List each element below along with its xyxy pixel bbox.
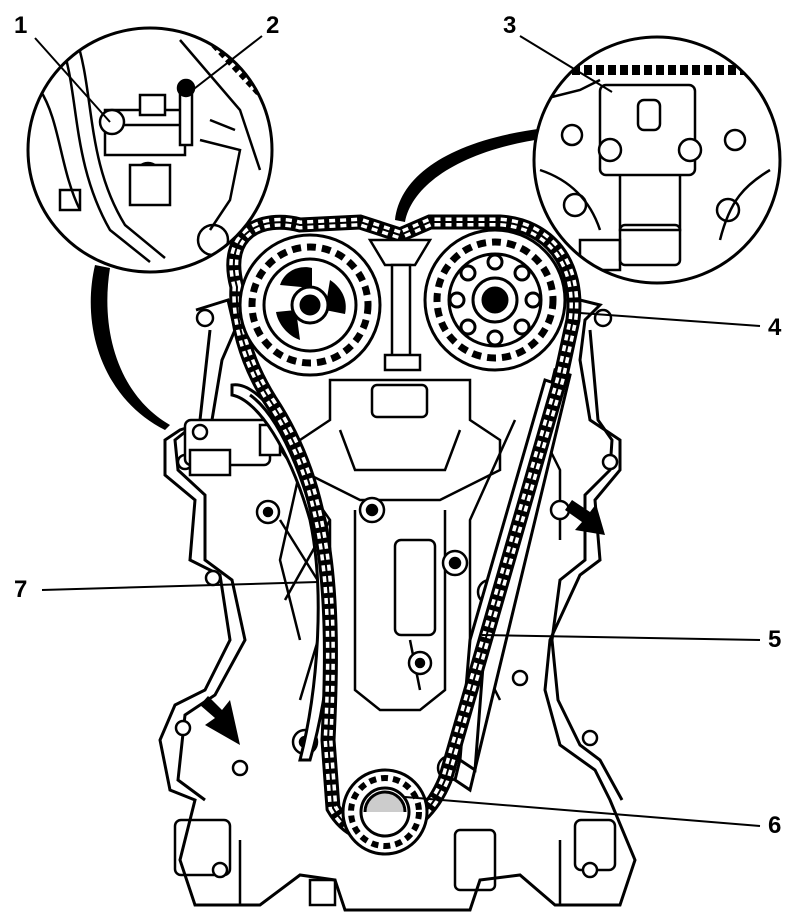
marker-arrows (200, 500, 605, 745)
chain-tensioner (183, 418, 282, 477)
guide-rail (453, 368, 572, 793)
leader-line-1 (34, 37, 111, 123)
leader-line-2 (189, 35, 263, 93)
callout-1: 1 (14, 12, 28, 39)
callout-6: 6 (768, 812, 782, 839)
exhaust-camshaft-sprocket (423, 228, 567, 372)
detail-circle-left (26, 26, 274, 274)
callout-2: 2 (266, 12, 280, 39)
detail-connectors (90, 128, 548, 430)
arrow-right-marker (565, 500, 605, 535)
upper-chain-guide (367, 238, 433, 372)
callout-4: 4 (768, 314, 782, 341)
callout-3: 3 (503, 12, 517, 39)
callout-5: 5 (768, 626, 782, 653)
intake-camshaft-sprocket (238, 233, 382, 377)
leader-line-3 (519, 35, 613, 93)
callout-7: 7 (14, 576, 28, 603)
leader-line-7 (41, 581, 319, 591)
arrow-left-marker (200, 696, 240, 745)
detail-circle-right (532, 35, 782, 285)
leader-line-5 (481, 634, 761, 641)
leader-line-4 (579, 312, 761, 327)
crankshaft-sprocket (341, 768, 429, 856)
leader-lines (34, 35, 761, 827)
leader-line-6 (404, 796, 761, 827)
